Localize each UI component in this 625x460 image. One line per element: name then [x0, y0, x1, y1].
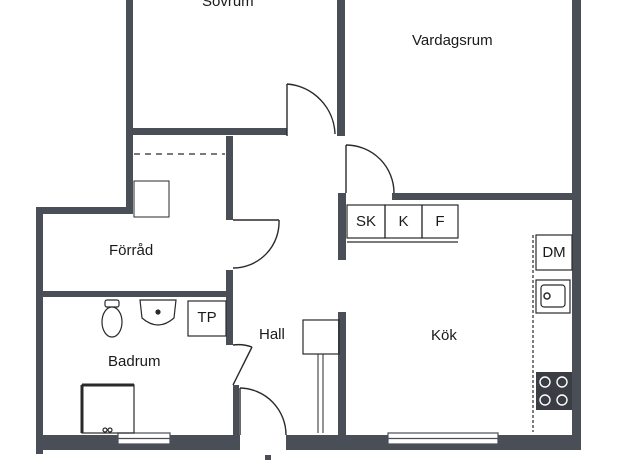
room-label-badrum: Badrum — [108, 353, 161, 370]
kitchen-counter — [532, 234, 573, 432]
room-label-vardagsrum: Vardagsrum — [412, 32, 493, 49]
door-swing — [345, 144, 395, 194]
wall — [126, 128, 133, 212]
fixture-label-f: F — [435, 213, 445, 230]
wall — [126, 128, 287, 135]
wall — [338, 312, 346, 440]
fixture-label-tp: TP — [197, 309, 217, 326]
fixture-label-sk: SK — [355, 213, 376, 230]
kitchen-cabinets — [346, 204, 459, 243]
door-swing — [239, 387, 287, 436]
wall — [226, 136, 233, 220]
wall — [233, 385, 239, 435]
room-label-sovrum: Sovrum — [202, 0, 254, 10]
dishwasher — [535, 234, 573, 271]
cabinet-f — [421, 204, 459, 239]
wall — [337, 0, 345, 136]
closet — [133, 180, 170, 218]
stove-icon — [536, 372, 572, 410]
fixture-label-dm: DM — [542, 244, 566, 261]
wall — [36, 207, 133, 214]
wall — [226, 270, 233, 345]
door-swing — [232, 343, 253, 348]
sink-drain — [543, 292, 551, 300]
hall-cabinet — [302, 319, 340, 355]
room-label-forrad: Förråd — [109, 242, 154, 259]
wall — [338, 193, 346, 260]
doors — [232, 83, 395, 436]
door-swing — [232, 219, 280, 269]
windows — [117, 432, 499, 445]
wall — [572, 0, 581, 450]
room-label-kok: Kök — [431, 327, 457, 344]
wall — [36, 291, 232, 297]
fixture-label-k: K — [398, 213, 409, 230]
shower-icon — [80, 383, 135, 434]
tp-cabinet — [187, 300, 227, 337]
room-label-hall: Hall — [259, 326, 285, 343]
sink — [535, 279, 571, 314]
wall — [126, 0, 133, 136]
toilet-icon — [101, 299, 123, 338]
basin-icon — [139, 299, 177, 326]
wall — [392, 193, 577, 200]
wall — [36, 207, 43, 454]
door-swing — [286, 83, 336, 135]
door-leaf — [232, 346, 253, 386]
